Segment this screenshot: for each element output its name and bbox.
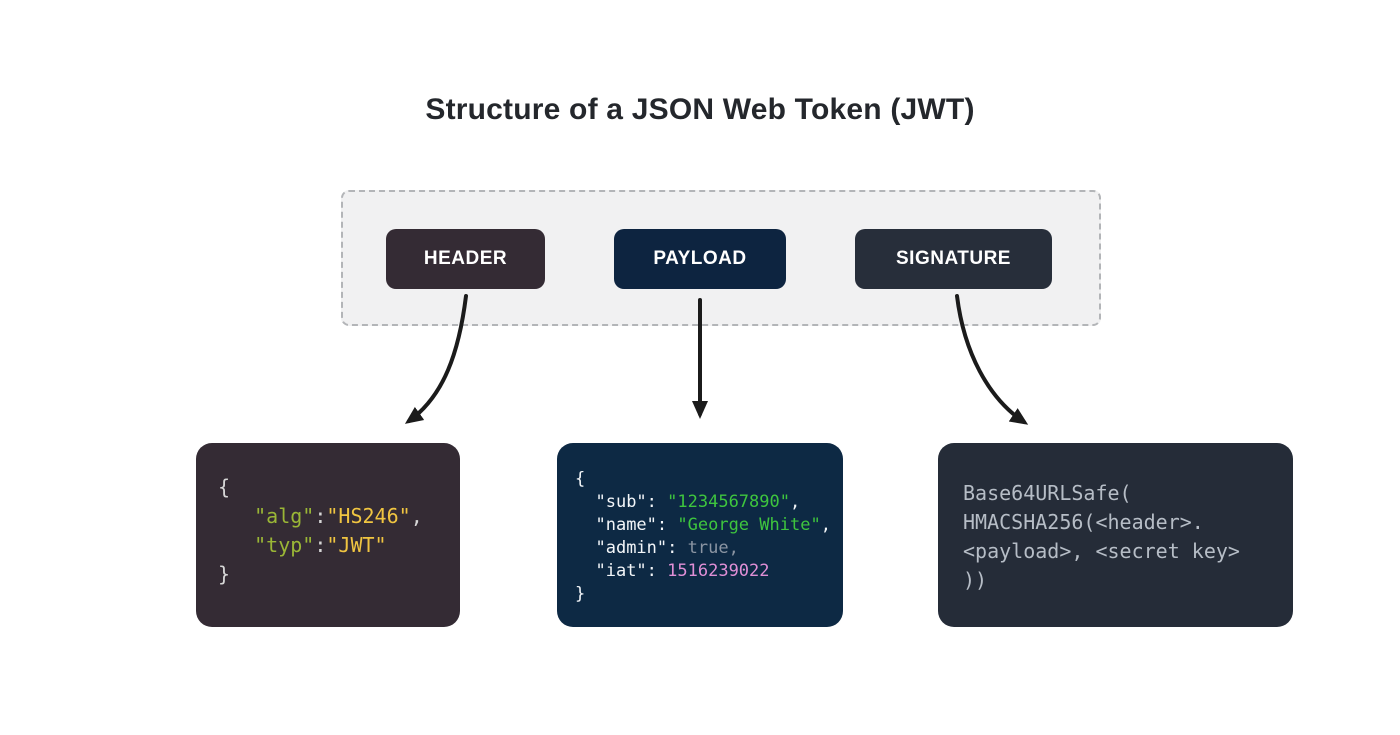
code-token: , [410, 504, 423, 528]
code-token: true [687, 538, 729, 558]
code-line: Base64URLSafe( [963, 479, 1293, 508]
code-line: { [218, 473, 460, 502]
code-token: : [314, 533, 327, 557]
code-token: 1516239022 [667, 561, 770, 581]
code-token: : [646, 492, 668, 512]
code-token [575, 538, 595, 558]
code-line: "admin": true, [575, 537, 843, 560]
code-token: , [728, 538, 739, 558]
code-line: <payload>, <secret key> [963, 537, 1293, 566]
code-token: "1234567890" [667, 492, 790, 512]
code-token: "name" [595, 515, 657, 535]
code-line: } [218, 560, 460, 589]
code-token: : [314, 504, 327, 528]
code-token: , [789, 492, 801, 512]
header-code-block: { "alg":"HS246", "typ":"JWT"} [196, 443, 460, 627]
code-line: "iat": 1516239022 [575, 560, 843, 583]
code-line: { [575, 468, 843, 491]
code-token: "alg" [254, 504, 315, 528]
code-token: "sub" [595, 492, 647, 512]
code-token: : [667, 538, 688, 558]
code-token: HMACSHA256(<header>. [963, 510, 1204, 534]
code-token [575, 515, 595, 535]
code-line: "alg":"HS246", [218, 502, 460, 531]
code-token [218, 504, 254, 528]
signature-pill: SIGNATURE [855, 229, 1052, 289]
code-token: "iat" [595, 561, 647, 581]
code-token: "HS246" [326, 504, 411, 528]
payload-pill: PAYLOAD [614, 229, 786, 289]
payload-pill-label: PAYLOAD [653, 248, 747, 269]
code-line: "typ":"JWT" [218, 531, 460, 560]
code-token: "JWT" [326, 533, 387, 557]
code-token [218, 533, 254, 557]
header-code-content: { "alg":"HS246", "typ":"JWT"} [218, 473, 460, 589]
code-token: Base64URLSafe( [963, 481, 1132, 505]
code-token: "George White" [677, 515, 821, 535]
code-token: , [820, 515, 831, 535]
code-token [575, 492, 595, 512]
code-token: "admin" [595, 538, 668, 558]
code-token: <payload>, <secret key> [963, 539, 1240, 563]
code-token: } [575, 584, 586, 604]
code-token: : [656, 515, 678, 535]
code-line: "sub": "1234567890", [575, 491, 843, 514]
signature-code-content: Base64URLSafe( HMACSHA256(<header>. <paylo… [963, 479, 1293, 595]
header-pill: HEADER [386, 229, 545, 289]
signature-code-block: Base64URLSafe( HMACSHA256(<header>. <paylo… [938, 443, 1293, 627]
signature-pill-label: SIGNATURE [896, 248, 1011, 269]
code-token: "typ" [254, 533, 315, 557]
code-token: } [218, 562, 231, 586]
page-title: Structure of a JSON Web Token (JWT) [425, 93, 975, 126]
payload-code-block: { "sub": "1234567890", "name": "George W… [557, 443, 843, 627]
header-pill-label: HEADER [423, 248, 508, 269]
code-line: )) [963, 566, 1293, 595]
code-token: )) [963, 568, 988, 592]
code-line: HMACSHA256(<header>. [963, 508, 1293, 537]
code-line: "name": "George White", [575, 514, 843, 537]
code-line: } [575, 583, 843, 606]
payload-code-content: { "sub": "1234567890", "name": "George W… [575, 468, 843, 606]
code-token: { [218, 475, 231, 499]
code-token: { [575, 469, 586, 489]
code-token: : [646, 561, 668, 581]
code-token [575, 561, 595, 581]
